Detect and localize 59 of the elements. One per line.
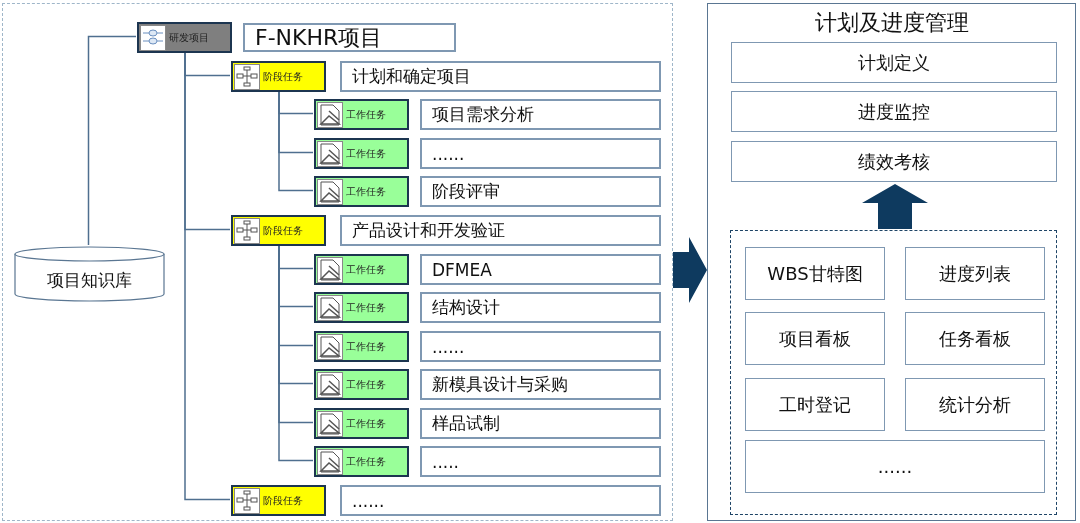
function-box: 任务看板 [905,312,1045,365]
tag-label: 阶段任务 [263,69,303,84]
task-tag [314,408,409,439]
phase-tag [231,61,326,92]
project-name-box: F-NKHR项目 [243,23,456,52]
panel-title: 计划及进度管理 [813,9,970,37]
description-box: 结构设计 [420,292,661,323]
description-box: DFMEA [420,254,661,285]
function-box: 进度监控 [731,91,1057,132]
dashed-group-box [730,230,1057,515]
function-box: 绩效考核 [731,141,1057,182]
tag-label: 工作任务 [346,184,386,199]
tree-panel [2,3,673,521]
description-box: ...... [420,331,661,362]
description-box: 项目需求分析 [420,99,661,130]
function-box: 项目看板 [745,312,885,365]
management-panel [707,3,1076,521]
connector-line [87,35,137,246]
function-box: 进度列表 [905,247,1045,300]
tag-label: 阶段任务 [263,223,303,238]
function-box: 工时登记 [745,378,885,431]
function-box: WBS甘特图 [745,247,885,300]
phase-tag [231,485,326,516]
tag-label: 工作任务 [346,339,386,354]
database-cylinder: 项目知识库 [14,246,165,302]
block-arrow [862,184,928,229]
connector-line [278,90,314,192]
tag-label: 工作任务 [346,454,386,469]
task-tag [314,292,409,323]
description-box: 阶段评审 [420,176,661,207]
function-box: 计划定义 [731,42,1057,83]
tag-label: 工作任务 [346,300,386,315]
tag-label: 工作任务 [346,262,386,277]
tag-label: 工作任务 [346,377,386,392]
function-box: ...... [745,440,1045,493]
task-tag [314,99,409,130]
description-box: 计划和确定项目 [340,61,661,92]
task-tag [314,176,409,207]
description-box: 产品设计和开发验证 [340,215,661,246]
task-tag [314,446,409,477]
tag-label: 研发项目 [169,30,209,45]
connector-line [184,51,231,501]
tag-label: 工作任务 [346,107,386,122]
tag-label: 工作任务 [346,146,386,161]
task-tag [314,254,409,285]
description-box: 样品试制 [420,408,661,439]
task-tag [314,138,409,169]
task-tag [314,331,409,362]
task-tag [314,369,409,400]
project-tag [137,22,232,53]
tag-label: 工作任务 [346,416,386,431]
tag-label: 阶段任务 [263,493,303,508]
phase-tag [231,215,326,246]
description-box: ..... [420,446,661,477]
function-box: 统计分析 [905,378,1045,431]
block-arrow [673,237,707,303]
description-box: ...... [420,138,661,169]
description-box: ...... [340,485,661,516]
description-box: 新模具设计与采购 [420,369,661,400]
